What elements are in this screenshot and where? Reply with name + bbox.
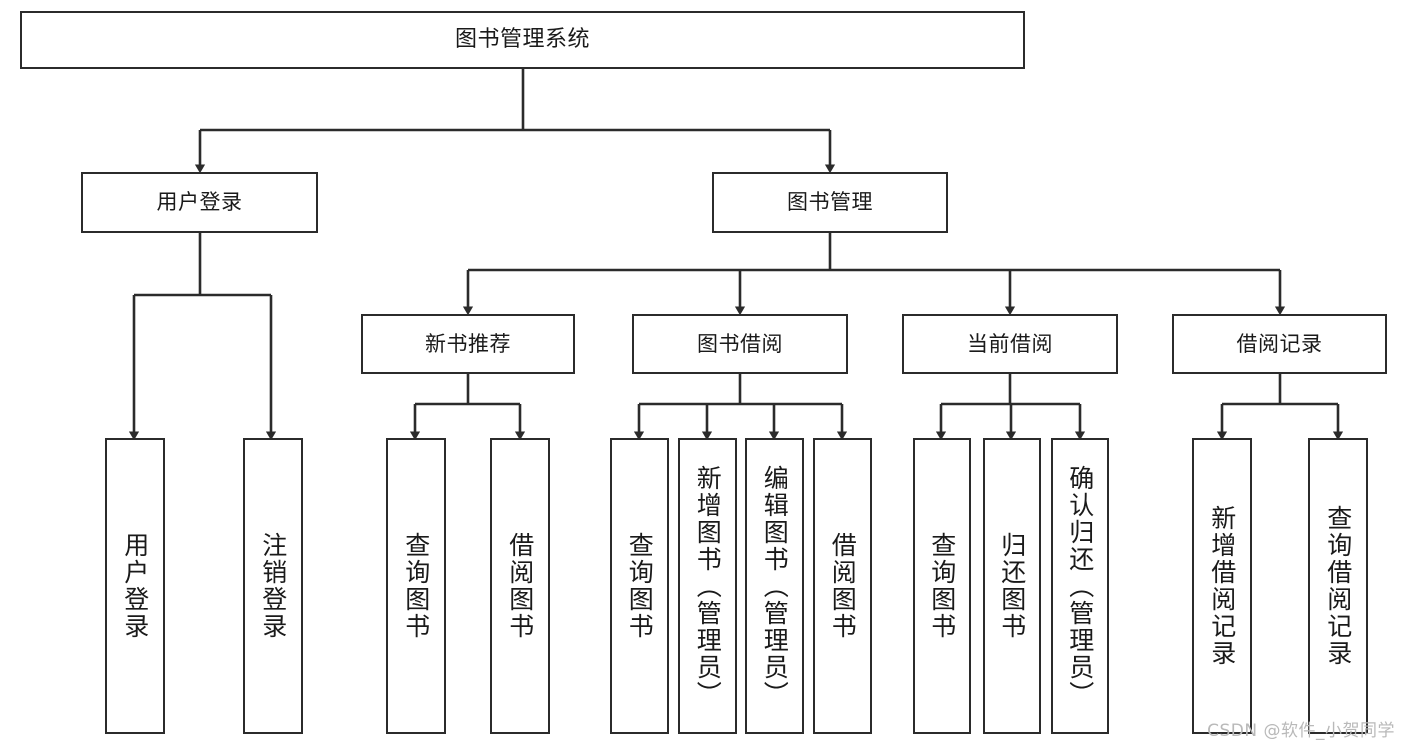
node-leaf-query-book-2[interactable]: 查询图书 xyxy=(610,438,669,734)
node-leaf-add-book[interactable]: 新增图书（管理员） xyxy=(678,438,737,734)
node-book-borrow-label: 图书借阅 xyxy=(697,331,783,356)
node-user-login[interactable]: 用户登录 xyxy=(81,172,318,233)
node-leaf-user-login-label: 用户登录 xyxy=(120,532,150,640)
node-leaf-add-book-label: 新增图书（管理员） xyxy=(693,464,723,708)
node-leaf-return-book[interactable]: 归还图书 xyxy=(983,438,1041,734)
node-book-manage[interactable]: 图书管理 xyxy=(712,172,948,233)
node-leaf-borrow-book-2-label: 借阅图书 xyxy=(828,532,858,640)
node-root[interactable]: 图书管理系统 xyxy=(20,11,1025,69)
node-user-login-label: 用户登录 xyxy=(156,190,243,215)
node-leaf-user-logout-label: 注销登录 xyxy=(258,532,288,640)
node-book-borrow[interactable]: 图书借阅 xyxy=(632,314,848,374)
node-leaf-query-book-1-label: 查询图书 xyxy=(401,532,431,640)
node-current-borrow[interactable]: 当前借阅 xyxy=(902,314,1118,374)
node-leaf-borrow-book-1-label: 借阅图书 xyxy=(505,532,535,640)
watermark-text: CSDN @软件_小贺同学 xyxy=(1207,721,1395,741)
node-leaf-query-book-2-label: 查询图书 xyxy=(625,532,655,640)
node-leaf-user-logout[interactable]: 注销登录 xyxy=(243,438,303,734)
node-book-manage-label: 图书管理 xyxy=(787,190,873,215)
node-leaf-query-book-3-label: 查询图书 xyxy=(927,532,957,640)
node-leaf-borrow-book-2[interactable]: 借阅图书 xyxy=(813,438,872,734)
node-new-book-recommend[interactable]: 新书推荐 xyxy=(361,314,575,374)
node-leaf-user-login[interactable]: 用户登录 xyxy=(105,438,165,734)
node-leaf-query-book-1[interactable]: 查询图书 xyxy=(386,438,446,734)
node-leaf-add-record-label: 新增借阅记录 xyxy=(1207,505,1237,667)
node-new-book-recommend-label: 新书推荐 xyxy=(425,331,511,356)
node-borrow-record[interactable]: 借阅记录 xyxy=(1172,314,1387,374)
node-leaf-return-book-label: 归还图书 xyxy=(997,532,1027,640)
node-leaf-query-record-label: 查询借阅记录 xyxy=(1323,505,1353,667)
node-leaf-confirm-return[interactable]: 确认归还（管理员） xyxy=(1051,438,1109,734)
node-borrow-record-label: 借阅记录 xyxy=(1236,331,1323,356)
node-leaf-edit-book-label: 编辑图书（管理员） xyxy=(760,464,790,708)
node-leaf-query-record[interactable]: 查询借阅记录 xyxy=(1308,438,1368,734)
node-leaf-add-record[interactable]: 新增借阅记录 xyxy=(1192,438,1252,734)
node-leaf-confirm-return-label: 确认归还（管理员） xyxy=(1065,464,1095,708)
node-leaf-borrow-book-1[interactable]: 借阅图书 xyxy=(490,438,550,734)
node-leaf-query-book-3[interactable]: 查询图书 xyxy=(913,438,971,734)
node-leaf-edit-book[interactable]: 编辑图书（管理员） xyxy=(745,438,804,734)
node-root-label: 图书管理系统 xyxy=(454,27,590,53)
node-current-borrow-label: 当前借阅 xyxy=(967,331,1053,356)
